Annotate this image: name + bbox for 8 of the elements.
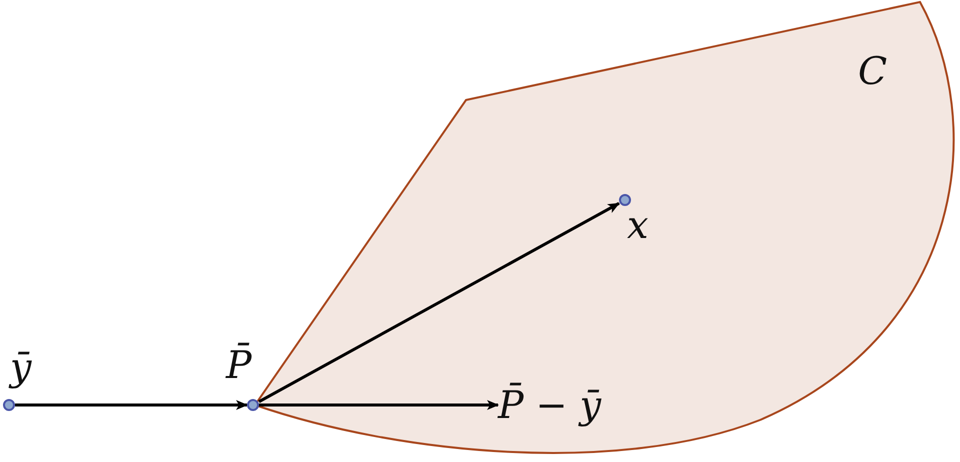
point-label: ȳ: [10, 348, 32, 386]
set-label: C: [858, 52, 888, 90]
vector-arrow: [259, 400, 499, 410]
vector-arrow: [15, 400, 248, 410]
vector-arrow: [258, 202, 620, 403]
point-dot: [247, 399, 259, 411]
point-dot: [3, 399, 15, 411]
point-label: x: [627, 206, 648, 244]
